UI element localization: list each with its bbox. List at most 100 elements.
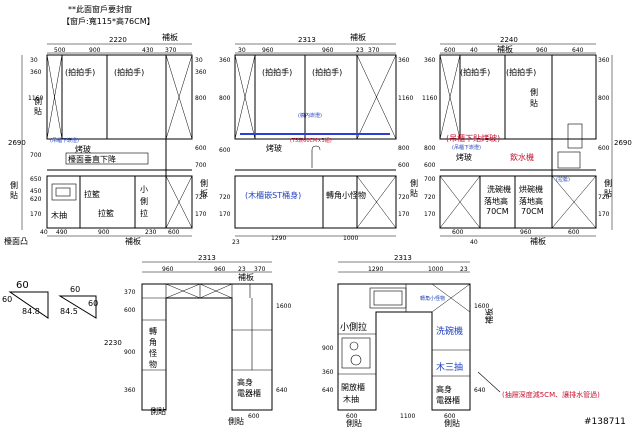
v2-upper-cabinets <box>234 54 397 140</box>
svg-text:900: 900 <box>98 229 110 236</box>
svg-text:1290: 1290 <box>271 235 286 242</box>
svg-text:700: 700 <box>195 162 207 169</box>
svg-text:360: 360 <box>398 57 410 64</box>
svg-text:補板: 補板 <box>238 272 254 282</box>
svg-text:960: 960 <box>214 266 226 273</box>
v3-upper-cabinets <box>439 54 597 140</box>
svg-text:170: 170 <box>424 211 436 218</box>
svg-text:600: 600 <box>398 162 410 169</box>
svg-text:700: 700 <box>30 152 42 159</box>
svg-text:960: 960 <box>262 47 274 54</box>
svg-text:800: 800 <box>219 95 231 102</box>
svg-text:640: 640 <box>276 387 288 394</box>
svg-text:轉: 轉 <box>149 326 157 336</box>
v1-handle-cab-1: (拍拍手) <box>65 67 95 77</box>
svg-text:側: 側 <box>34 96 42 106</box>
svg-text:600: 600 <box>248 413 260 420</box>
v1-tile-label: 烤玻 <box>75 144 91 154</box>
svg-text:貼: 貼 <box>410 188 418 198</box>
svg-text:600: 600 <box>452 229 464 236</box>
v1-counter-note: 檯面垂直下降 <box>68 154 116 164</box>
plan2-wood-3-drawer: 木三抽 <box>436 361 463 373</box>
svg-text:360: 360 <box>219 57 231 64</box>
svg-text:620: 620 <box>30 196 42 203</box>
svg-text:30: 30 <box>195 57 203 64</box>
svg-text:2313: 2313 <box>394 254 412 262</box>
svg-text:800: 800 <box>598 95 610 102</box>
svg-text:落地高: 落地高 <box>484 196 508 206</box>
svg-text:40: 40 <box>40 229 48 236</box>
svg-text:170: 170 <box>219 211 231 218</box>
svg-text:側: 側 <box>604 178 612 188</box>
svg-text:600: 600 <box>444 47 456 54</box>
plan-view-2: 2313 1290 1000 23 轉角小怪物 小側拉 開放櫃 木抽 洗碗機 木… <box>322 254 600 428</box>
svg-text:600: 600 <box>424 162 436 169</box>
v2-tile-label: 烤玻 <box>266 143 282 153</box>
svg-text:960: 960 <box>520 229 532 236</box>
svg-text:貼: 貼 <box>530 98 538 108</box>
svg-text:2690: 2690 <box>614 139 632 147</box>
elevation-view-2: 2313 補板 30 960 960 23 370 360 800 600 72… <box>219 32 418 246</box>
angle-details: 60 60 84.8 60 60 84.5 <box>2 280 98 319</box>
v3-water-dispenser-icon <box>567 123 583 149</box>
svg-text:600: 600 <box>124 307 136 314</box>
v2-light-note: (櫥內崁燈) <box>298 112 322 119</box>
svg-text:800: 800 <box>398 145 410 152</box>
svg-text:360: 360 <box>322 369 334 376</box>
svg-text:2230: 2230 <box>104 339 122 347</box>
svg-text:板: 板 <box>200 188 208 198</box>
v1-total-height: 2690 <box>8 139 26 147</box>
svg-text:側: 側 <box>530 87 538 97</box>
plan2-filler-vertical: 補板 <box>484 308 494 324</box>
v3-hood-note: (吊櫃下貼烤玻) <box>446 133 500 143</box>
svg-text:500: 500 <box>54 47 66 54</box>
v1-upper-cabinets <box>46 54 193 140</box>
svg-text:360: 360 <box>424 57 436 64</box>
header-note-window: **此面窗戶要封窗 <box>68 4 132 14</box>
svg-text:360: 360 <box>124 387 136 394</box>
svg-text:170: 170 <box>598 211 610 218</box>
svg-text:側貼: 側貼 <box>444 418 460 428</box>
header-note-window-size: 【窗戶:寬115*高76CM】 <box>62 16 155 26</box>
svg-text:70CM: 70CM <box>486 207 509 216</box>
svg-text:1000: 1000 <box>343 235 358 242</box>
svg-text:960: 960 <box>162 266 174 273</box>
v1-handle-cab-2: (拍拍手) <box>114 67 144 77</box>
svg-text:落地高: 落地高 <box>519 196 543 206</box>
svg-text:60: 60 <box>16 280 29 291</box>
v1-counter-lip: 檯面凸 <box>4 236 28 246</box>
svg-text:360: 360 <box>598 57 610 64</box>
v3-blue-tag: (拉籃) <box>556 176 570 183</box>
v3-dish-dryer: 烘碗機 <box>519 184 543 194</box>
svg-text:拉: 拉 <box>140 208 148 218</box>
v3-base-cabinets <box>439 175 597 229</box>
svg-text:23: 23 <box>356 47 364 54</box>
svg-text:430: 430 <box>142 47 154 54</box>
svg-text:補板: 補板 <box>530 236 546 246</box>
svg-text:40: 40 <box>470 47 478 54</box>
v2-sink-cabinet: (木櫃嵌ST桶身) <box>245 190 301 200</box>
svg-text:900: 900 <box>124 349 136 356</box>
svg-text:40: 40 <box>470 239 478 246</box>
v2-handle-cab-1: (拍拍手) <box>262 67 292 77</box>
svg-text:1000: 1000 <box>428 266 443 273</box>
svg-text:木抽: 木抽 <box>343 394 359 404</box>
elevation-view-3: 2240 補板 600 960 640 40 360 1160 800 600 … <box>422 36 632 246</box>
v2-handle-cab-2: (拍拍手) <box>312 67 342 77</box>
v3-light-note: (吊櫃下崁燈) <box>452 144 481 151</box>
plan2-small-side-pull: 小側拉 <box>340 321 367 333</box>
svg-text:600: 600 <box>598 145 610 152</box>
svg-text:側: 側 <box>140 196 148 206</box>
svg-text:960: 960 <box>322 47 334 54</box>
svg-text:600: 600 <box>168 229 180 236</box>
svg-text:900: 900 <box>322 345 334 352</box>
v3-handle-cab-1: (拍拍手) <box>460 67 490 77</box>
svg-text:1160: 1160 <box>398 95 413 102</box>
svg-text:600: 600 <box>346 413 358 420</box>
svg-text:貼: 貼 <box>604 188 612 198</box>
svg-text:30: 30 <box>30 57 38 64</box>
svg-text:補板: 補板 <box>497 44 513 54</box>
svg-text:2313: 2313 <box>198 254 216 262</box>
v1-basket-1: 拉籃 <box>84 189 100 199</box>
